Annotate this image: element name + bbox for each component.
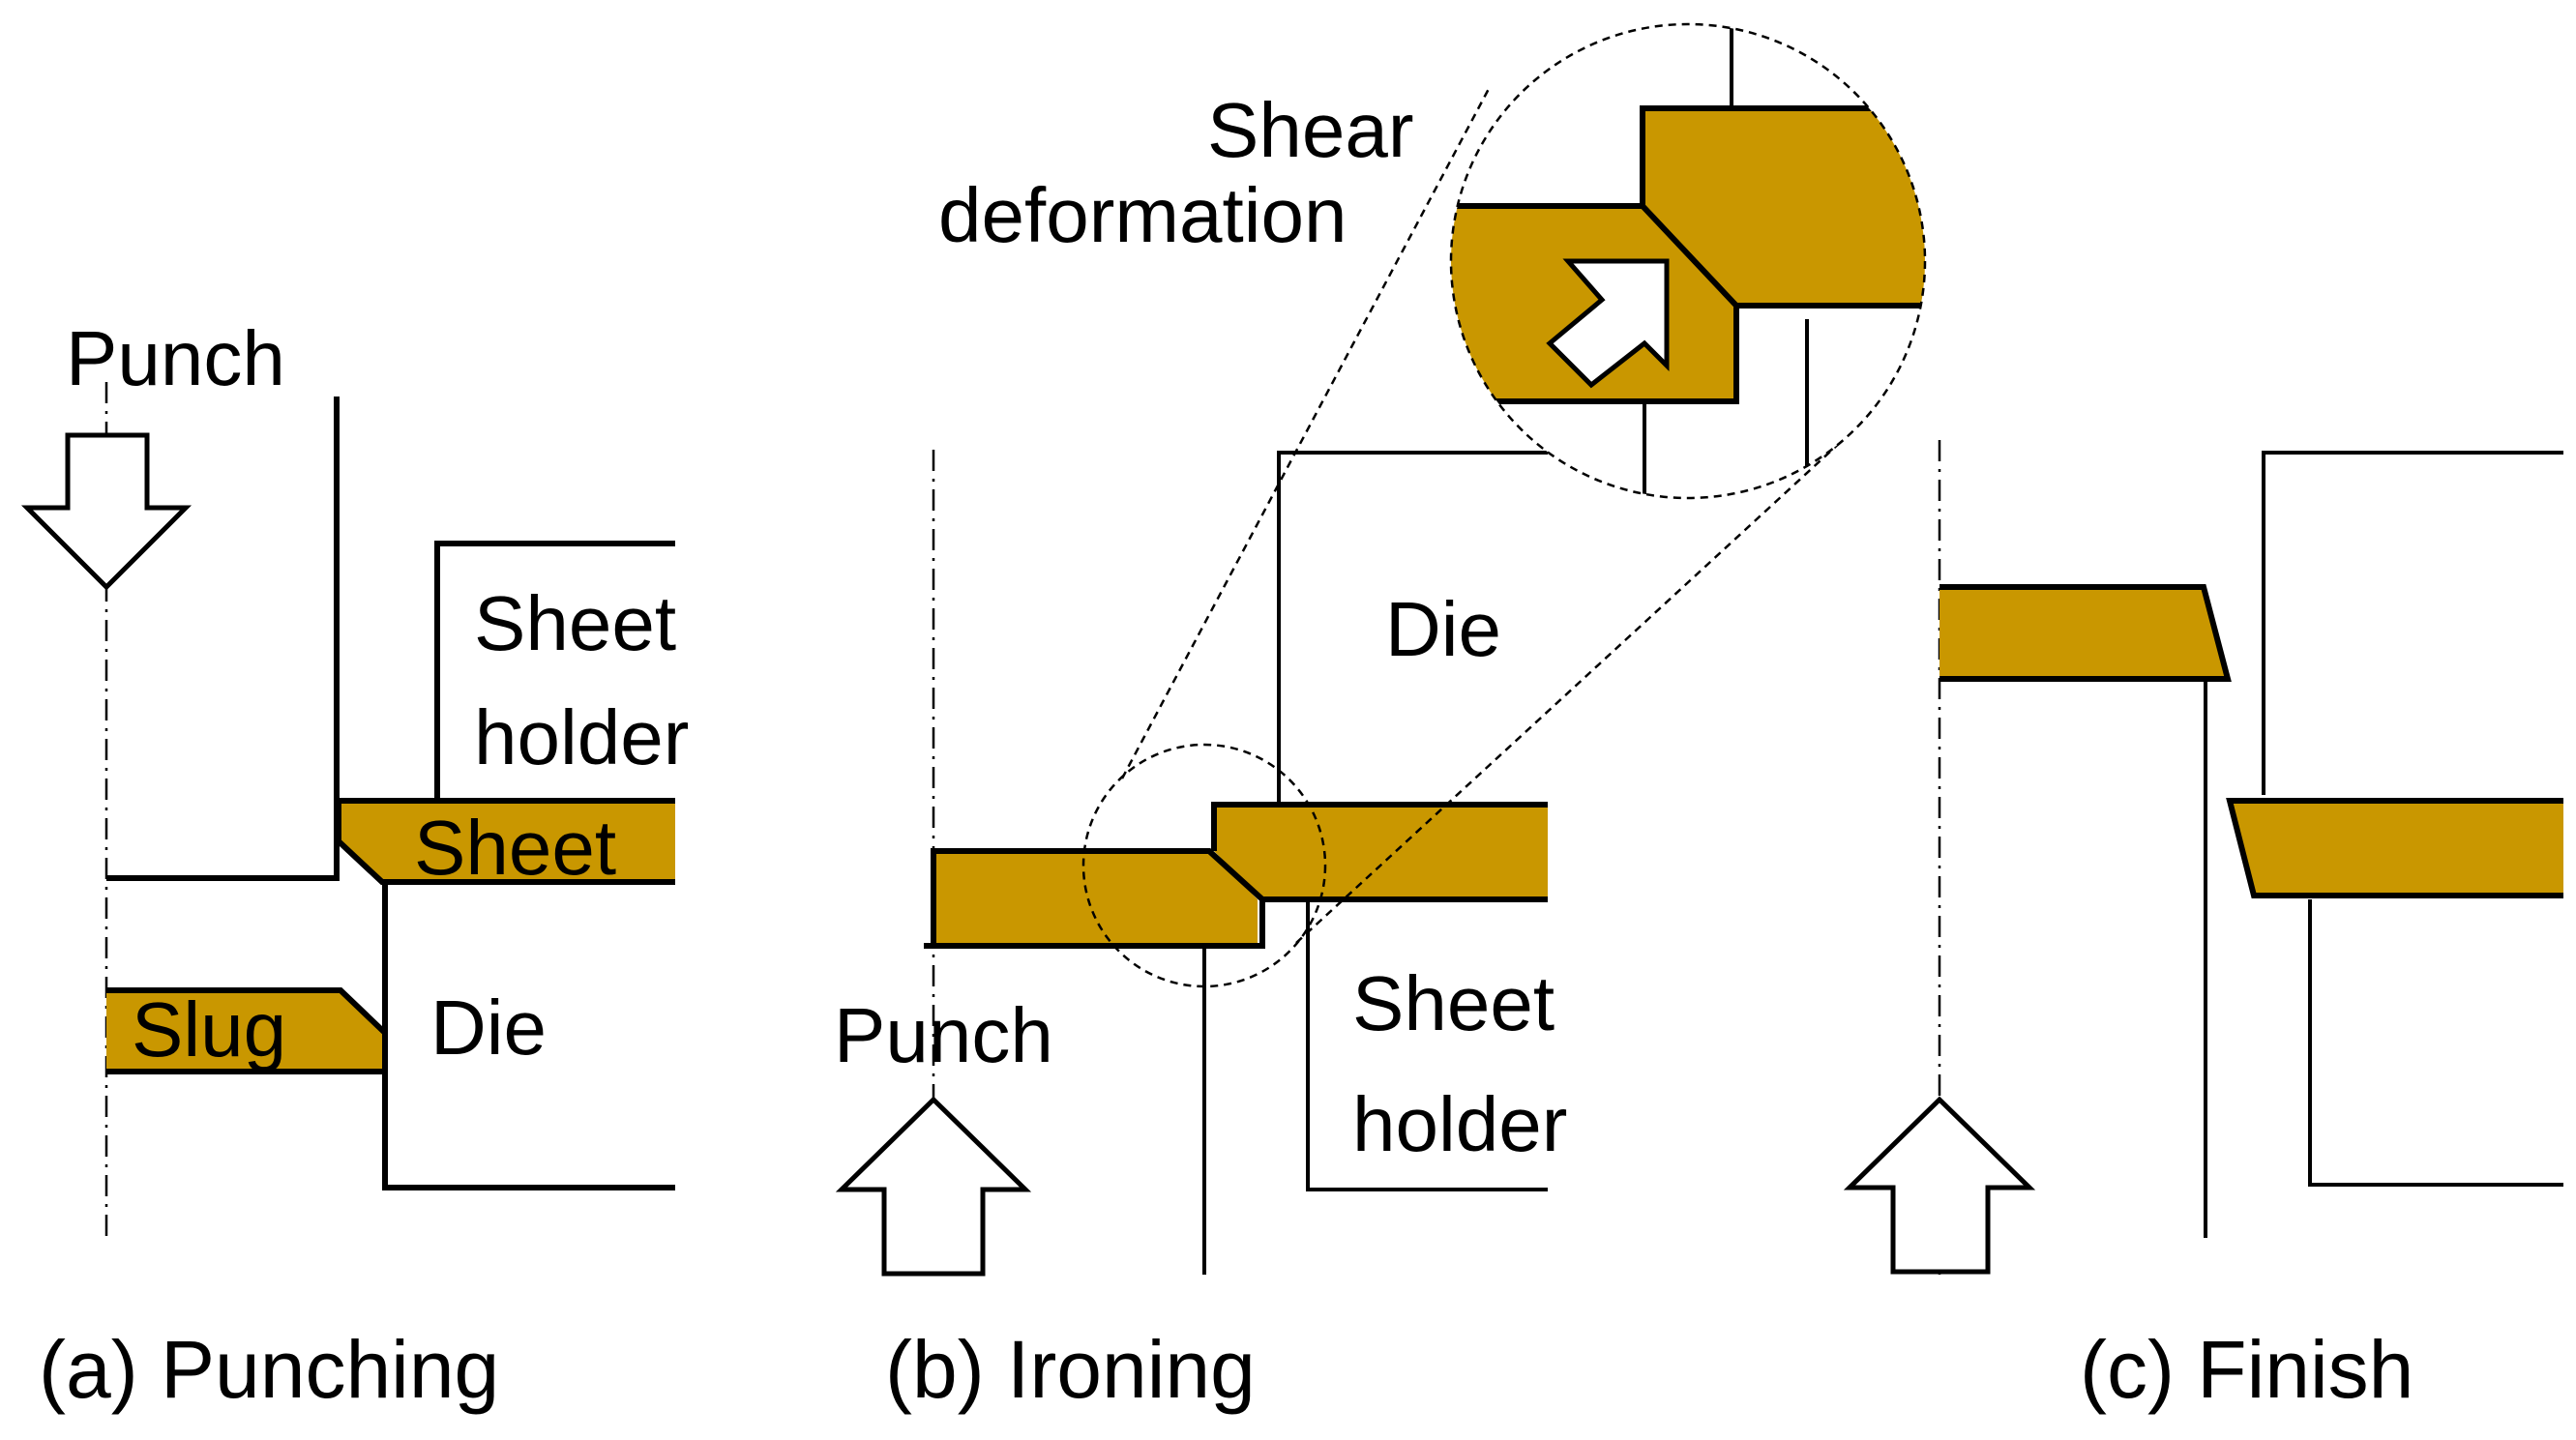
panel-b-zoom-bottom-edge — [1451, 306, 1739, 404]
panel-b-zoom-circle — [1449, 22, 1927, 500]
panel-b-zoom-detail — [1451, 24, 1925, 498]
panel-b-zoom-outer-sheet — [1643, 108, 1925, 306]
panel-c-finish: (c) Finish — [1843, 440, 2563, 1415]
panel-b-sheet-holder — [1306, 901, 1548, 1191]
panel-b-punch-label: Punch — [834, 992, 1053, 1078]
panel-a-punch-body — [106, 397, 340, 881]
panel-b-caption: (b) Ironing — [885, 1324, 1256, 1415]
panel-a-slug-outline — [106, 987, 388, 1074]
panel-b-sheet-holder-label-line1: Sheet — [1352, 960, 1554, 1046]
panel-b-inner-sheet — [933, 851, 1258, 946]
panel-c-remaining-sheet-outline — [2226, 798, 2563, 898]
panel-a-die-label: Die — [430, 984, 547, 1071]
panel-a-sheet — [339, 801, 675, 882]
panel-a-die — [382, 882, 675, 1190]
panel-c-sheet-holder — [2308, 899, 2563, 1187]
panel-c-die — [2262, 451, 2563, 795]
panel-a-slug — [106, 990, 385, 1072]
panel-c-caption: (c) Finish — [2080, 1324, 2413, 1415]
panel-b-shear-label-line2: deformation — [938, 172, 1347, 258]
panel-b-zoom-guide-lower — [1295, 439, 1844, 944]
panel-b-sheet-top-edge — [1211, 802, 1548, 851]
panel-b-sheet-bottom-edge — [924, 896, 1548, 949]
panel-a-sheet-holder — [434, 541, 675, 798]
panel-a-sheet-outline — [336, 798, 675, 885]
panel-a-punching: Punch Sheet holder Sheet Die Slug (a) Pu… — [20, 315, 689, 1415]
panel-c-product — [1939, 587, 2228, 679]
panel-a-punch-label: Punch — [66, 315, 285, 401]
panel-a-slug-label: Slug — [132, 986, 286, 1073]
panel-b-zoom-top-edge — [1640, 105, 1925, 206]
panel-b-up-arrow-icon — [835, 1096, 1032, 1277]
panel-a-sheet-holder-label-line2: holder — [474, 694, 689, 780]
panel-c-up-arrow-icon — [1843, 1096, 2036, 1275]
panel-c-remaining-sheet — [2230, 803, 2563, 896]
panel-b-outer-sheet — [1214, 805, 1548, 899]
panel-a-sheet-label: Sheet — [414, 805, 616, 891]
panel-c-product-outline — [1939, 584, 2232, 682]
panel-b-ironing: Die Sheet holder Punch — [834, 22, 1927, 1415]
panel-a-down-arrow-icon — [20, 432, 192, 591]
panel-b-sheet-holder-label-line2: holder — [1352, 1081, 1567, 1167]
panel-b-die — [1277, 451, 1548, 805]
panel-b-zoom-guide-upper — [1120, 86, 1492, 779]
panel-a-caption: (a) Punching — [39, 1324, 499, 1415]
panel-a-sheet-holder-label-line1: Sheet — [474, 580, 676, 666]
panel-b-shear-label-line1: Shear — [1207, 87, 1413, 173]
panel-b-sheet-inner-edge — [931, 848, 1265, 946]
panel-b-zoom-shear-edge — [1451, 203, 1925, 309]
shear-direction-arrow-icon — [1546, 258, 1670, 389]
panel-b-die-label: Die — [1385, 586, 1501, 672]
panel-b-focus-circle — [1081, 743, 1327, 988]
